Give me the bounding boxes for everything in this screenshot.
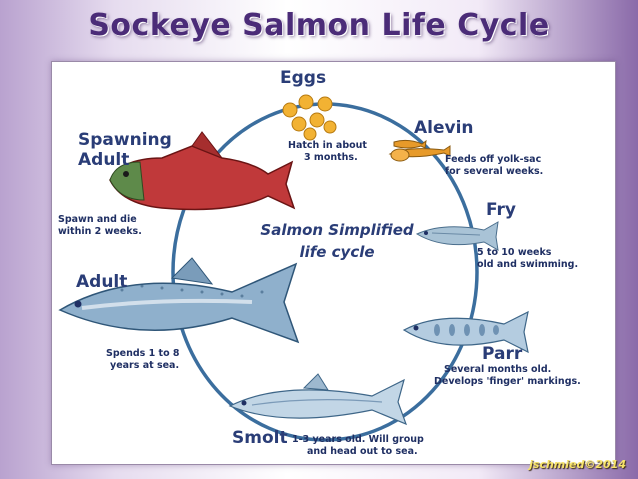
- fry-illustration: [415, 221, 499, 251]
- stage-smolt-name: Smolt: [232, 428, 288, 448]
- stage-parr-desc-line1: Several months old.: [444, 364, 552, 375]
- stage-smolt-desc-line1: 1-3 years old. Will group: [292, 434, 424, 445]
- stage-spawning-adult-desc-line1: Spawn and die: [58, 214, 137, 225]
- stage-spawning-adult-name-line2: Adult: [78, 150, 130, 170]
- stage-smolt-desc-line2: and head out to sea.: [307, 446, 418, 457]
- spawning-adult-illustration: [109, 131, 296, 211]
- stage-parr-name: Parr: [482, 344, 523, 364]
- stage-fry-desc-line1: 5 to 10 weeks: [477, 247, 552, 258]
- stage-eggs-desc-line2: 3 months.: [304, 152, 358, 163]
- stage-alevin-name: Alevin: [414, 118, 474, 138]
- slide-title: Sockeye Salmon Life Cycle: [88, 8, 550, 43]
- life-cycle-diagram: [58, 94, 529, 442]
- eggs-illustration: [282, 94, 337, 141]
- center-label-line1: Salmon Simplified: [260, 221, 414, 239]
- stage-eggs-desc-line1: Hatch in about: [288, 140, 367, 151]
- stage-alevin-desc-line2: for several weeks.: [445, 166, 544, 177]
- stage-adult-desc-line2: years at sea.: [110, 360, 180, 371]
- credit-text: jschmied©2014: [529, 458, 626, 471]
- stage-fry-desc-line2: old and swimming.: [477, 259, 579, 270]
- center-label-line2: life cycle: [299, 243, 375, 261]
- alevin-illustration: [388, 139, 451, 162]
- diagram-panel: Eggs Hatch in about 3 months. Alevin Fee…: [51, 61, 616, 465]
- stage-eggs-name: Eggs: [280, 68, 327, 88]
- stage-fry-name: Fry: [486, 200, 516, 220]
- stage-spawning-adult-desc-line2: within 2 weeks.: [58, 226, 142, 237]
- stage-spawning-adult-name-line1: Spawning: [78, 130, 172, 150]
- smolt-illustration: [228, 373, 408, 426]
- adult-illustration: [58, 257, 300, 344]
- stage-alevin-desc-line1: Feeds off yolk-sac: [445, 154, 542, 165]
- stage-adult-name: Adult: [76, 272, 128, 292]
- center-label: Salmon Simplified life cycle: [252, 219, 422, 263]
- stage-parr-desc-line2: Develops 'finger' markings.: [434, 376, 581, 387]
- parr-illustration: [402, 310, 529, 354]
- stage-adult-desc-line1: Spends 1 to 8: [106, 348, 180, 359]
